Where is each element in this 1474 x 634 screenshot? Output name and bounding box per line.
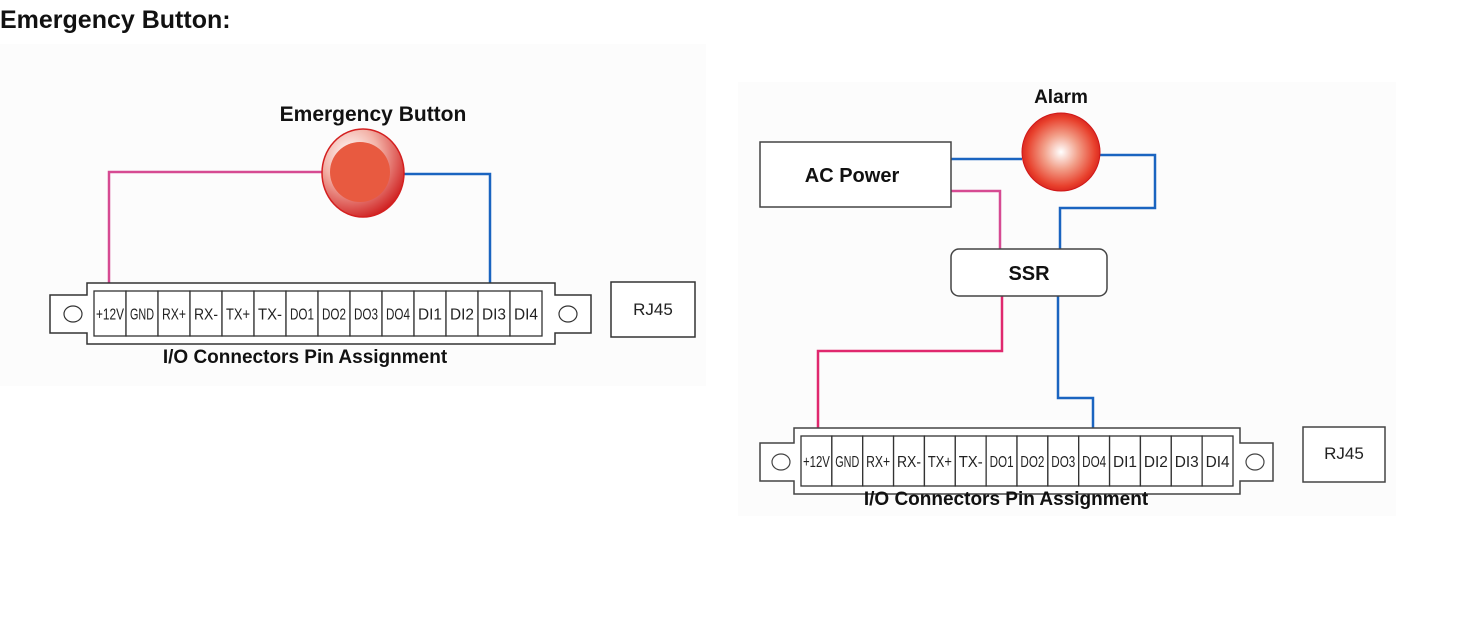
ssr-box: SSR bbox=[951, 249, 1107, 296]
ac-power-box: AC Power bbox=[760, 142, 951, 207]
pin-do2: DO2 bbox=[1017, 436, 1048, 486]
pin-di2: DI2 bbox=[1140, 436, 1171, 486]
alarm-lamp-icon bbox=[1022, 113, 1100, 191]
pin-label: DO1 bbox=[990, 454, 1014, 471]
pin-rxminus: RX- bbox=[894, 436, 925, 486]
pin-label: +12V bbox=[803, 454, 830, 471]
ac-power-label: AC Power bbox=[805, 165, 900, 187]
pin-di4: DI4 bbox=[1202, 436, 1233, 486]
pin-di3: DI3 bbox=[1171, 436, 1202, 486]
pin-do1: DO1 bbox=[986, 436, 1017, 486]
pin-di1: DI1 bbox=[1110, 436, 1141, 486]
wire-magenta-ssr-12v bbox=[818, 296, 1002, 435]
pin-label: DI3 bbox=[1175, 454, 1199, 471]
wire-pink-acpower-ssr bbox=[951, 191, 1000, 250]
wire-blue-ssr-do4 bbox=[1058, 296, 1093, 435]
pin-label: DO3 bbox=[1051, 454, 1075, 471]
alarm-label: Alarm bbox=[1034, 87, 1088, 108]
ssr-label: SSR bbox=[1008, 263, 1050, 285]
pin-do3: DO3 bbox=[1048, 436, 1079, 486]
pin-txminus: TX- bbox=[955, 436, 986, 486]
pin-label: DI1 bbox=[1113, 454, 1137, 471]
pin-label: DI4 bbox=[1206, 454, 1230, 471]
connector-caption-right: I/O Connectors Pin Assignment bbox=[864, 489, 1149, 510]
pin-txplus: TX+ bbox=[924, 436, 955, 486]
pin-plus12v: +12V bbox=[801, 436, 832, 486]
io-connector-right: +12V GND RX+ RX- TX+ TX- DO1 DO2 DO3 DO4 DI1 DI2 DI3… bbox=[760, 428, 1273, 494]
pin-label: RX- bbox=[897, 454, 921, 471]
pin-label: GND bbox=[835, 454, 859, 471]
rj45-port-right: RJ45 bbox=[1303, 427, 1385, 482]
pin-label: DO2 bbox=[1020, 454, 1044, 471]
pin-label: DI2 bbox=[1144, 454, 1168, 471]
pin-do4: DO4 bbox=[1079, 436, 1110, 486]
pin-label: TX- bbox=[959, 454, 983, 471]
pin-label: RX+ bbox=[866, 454, 890, 471]
pin-rxplus: RX+ bbox=[863, 436, 894, 486]
rj45-label-right: RJ45 bbox=[1324, 444, 1364, 463]
pin-gnd: GND bbox=[832, 436, 863, 486]
pin-label: TX+ bbox=[928, 454, 952, 471]
pin-label: DO4 bbox=[1082, 454, 1106, 471]
